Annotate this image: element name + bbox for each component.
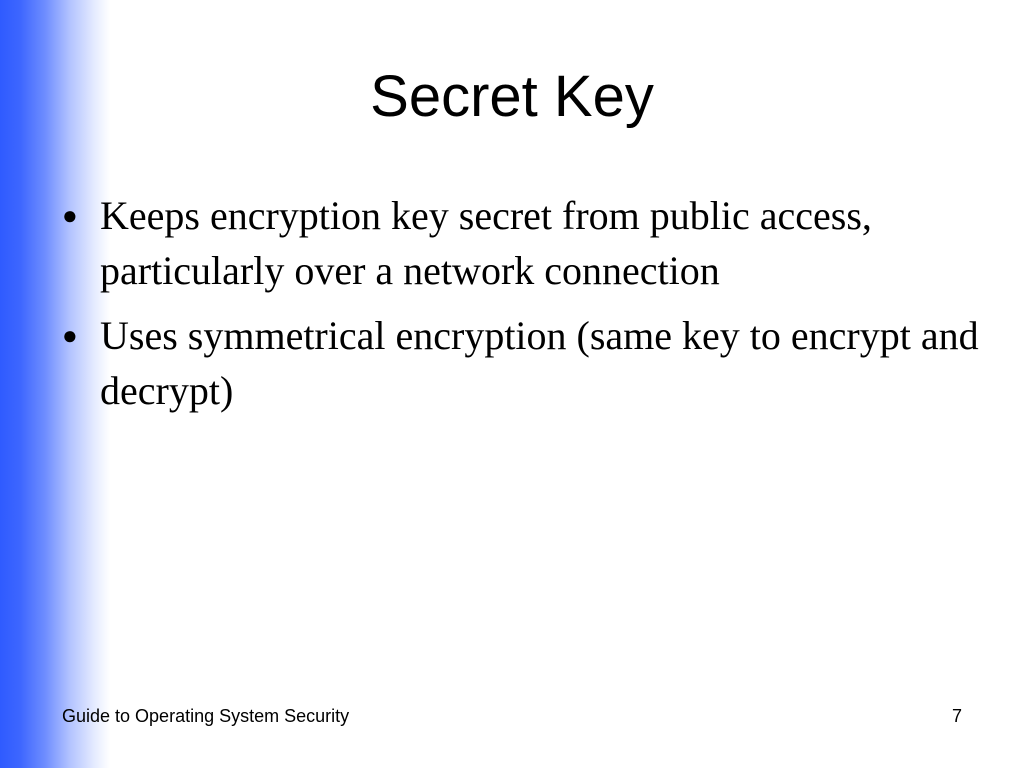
bullet-list: ● Keeps encryption key secret from publi… — [60, 188, 980, 428]
bullet-text: Keeps encryption key secret from public … — [100, 193, 872, 293]
slide-title: Secret Key — [370, 64, 654, 129]
side-gradient-bar — [0, 0, 110, 768]
bullet-item: ● Keeps encryption key secret from publi… — [60, 188, 980, 298]
footer-title: Guide to Operating System Security — [62, 706, 350, 726]
bullet-text: Uses symmetrical encryption (same key to… — [100, 313, 979, 413]
page-number: 7 — [951, 706, 962, 726]
bullet-item: ● Uses symmetrical encryption (same key … — [60, 308, 980, 418]
bullet-dot-icon: ● — [62, 321, 78, 350]
bullet-dot-icon: ● — [62, 201, 78, 230]
